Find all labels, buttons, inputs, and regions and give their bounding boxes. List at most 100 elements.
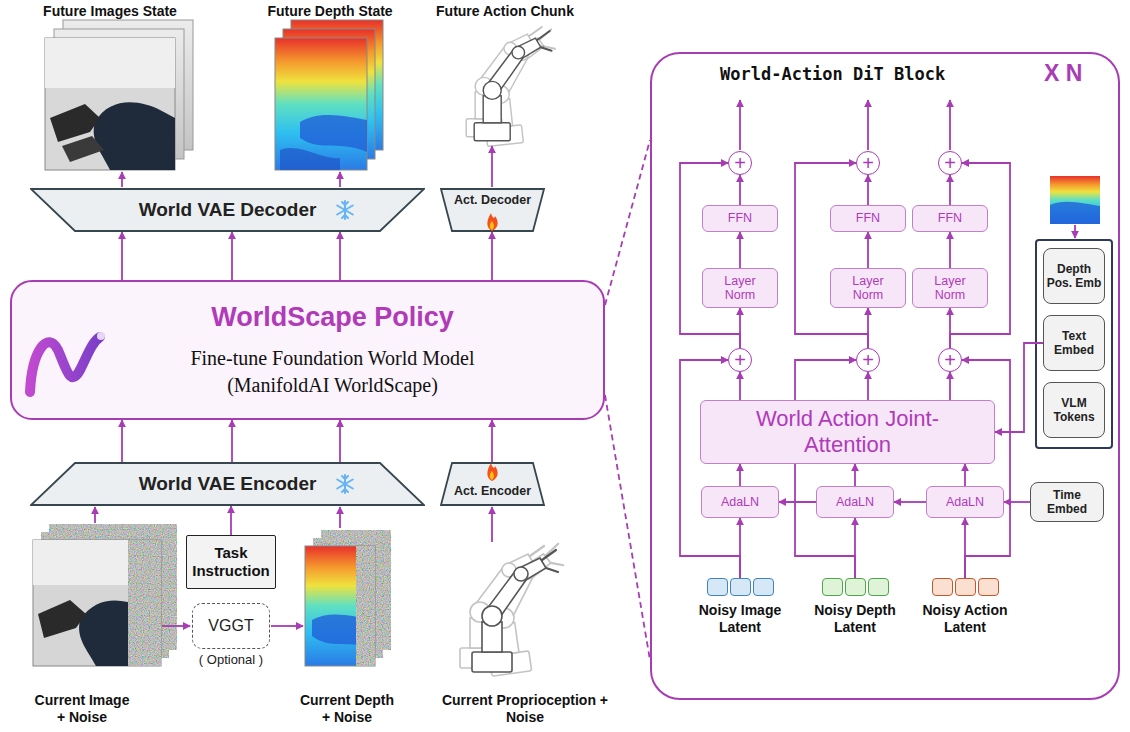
decoder-trapezoid: World VAE Decoder xyxy=(30,188,425,232)
token-square xyxy=(955,578,976,596)
node-label: Act. Decoder xyxy=(454,193,531,207)
current-proprioception-arms-part xyxy=(472,550,558,672)
residual-add-circle: + xyxy=(938,348,962,372)
input-arrows-part xyxy=(94,507,96,523)
flow-arrow xyxy=(779,501,816,503)
flow-arrow xyxy=(995,343,1043,432)
flow-arrow xyxy=(121,232,123,280)
node-label: Text Embed xyxy=(1046,329,1102,358)
layer-box: FFN xyxy=(912,205,988,232)
caption-label: Future Depth State xyxy=(267,3,392,20)
node-label: + xyxy=(944,153,956,173)
dit-block-panel: World-Action DiT BlockX N+++FFNFFNFFNLay… xyxy=(650,52,1120,700)
policy-box: WorldScape PolicyFine-tune Foundation Wo… xyxy=(10,280,605,420)
node-label: + xyxy=(862,153,874,173)
dit-conditions-part xyxy=(1050,202,1100,224)
flow-arrow xyxy=(949,232,951,268)
output-arrows-part xyxy=(121,172,123,187)
token-square xyxy=(932,578,953,596)
dit-conditions-part xyxy=(1050,176,1100,224)
flow-arrow xyxy=(739,464,741,486)
layer-box: Layer Norm xyxy=(912,268,988,308)
flow-arrow xyxy=(867,232,869,268)
input-arrows-part xyxy=(339,507,341,528)
node-label: Layer Norm xyxy=(925,274,975,303)
trapezoid-outline xyxy=(441,189,544,231)
decoder-trapezoid: Act. Decoder xyxy=(440,188,545,232)
input-arrows xyxy=(95,507,492,626)
layer-box: AdaLN xyxy=(816,486,894,518)
node-label: + xyxy=(862,350,874,370)
flow-arrow xyxy=(739,372,741,400)
caption-label: Current Depth + Noise xyxy=(297,692,397,726)
future-image-stack-part xyxy=(94,102,175,170)
future-depth-stack-part xyxy=(275,38,367,170)
flow-arrow xyxy=(964,464,966,486)
caption-label: Current Image + Noise xyxy=(32,692,132,726)
future-action-arms xyxy=(466,27,564,146)
dit-output-arrows-part xyxy=(867,100,869,150)
dit-output-arrows-part xyxy=(739,100,741,150)
node-label: AdaLN xyxy=(721,495,759,509)
future-image-stack-part xyxy=(45,38,175,170)
future-image-stack xyxy=(45,20,193,170)
output-arrows-part xyxy=(339,172,341,187)
layer-box: FFN xyxy=(830,205,906,232)
future-depth-stack-part xyxy=(280,148,340,170)
node-label: + xyxy=(944,350,956,370)
current-image-stack-part xyxy=(38,600,86,638)
layer-box: AdaLN xyxy=(701,486,779,518)
token-row xyxy=(821,578,890,596)
flow-arrow xyxy=(1004,501,1030,503)
future-image-stack-part xyxy=(50,104,100,142)
current-image-stack xyxy=(33,524,177,666)
instruction-box: Task Instruction xyxy=(186,535,276,589)
zoom-line xyxy=(605,140,650,305)
node-label: Noisy Depth Latent xyxy=(809,602,901,636)
zoom-line xyxy=(605,395,650,660)
caption-label: Future Action Chunk xyxy=(436,3,574,20)
node-label: ( Optional ) xyxy=(199,652,263,667)
dit-conditions-part xyxy=(1036,240,1112,448)
flow-arrow xyxy=(795,360,856,578)
dit-output-arrows xyxy=(740,100,950,150)
encoder-trapezoid: World VAE Encoder xyxy=(30,462,425,506)
optional-module-box: VGGT( Optional ) xyxy=(192,603,270,649)
input-arrows-part xyxy=(162,625,190,627)
output-arrows-part xyxy=(491,146,493,187)
residual-add-circle: + xyxy=(938,151,962,175)
current-proprioception-arms xyxy=(460,543,577,676)
residual-add-circle: + xyxy=(728,151,752,175)
token-row xyxy=(706,578,775,596)
token-square xyxy=(707,578,728,596)
layer-box: FFN xyxy=(702,205,778,232)
trapezoid-outline xyxy=(31,189,424,231)
future-image-stack-part xyxy=(62,136,104,162)
condition-box: Depth Pos. Emb xyxy=(1043,248,1105,304)
token-square xyxy=(822,578,843,596)
flow-arrow xyxy=(491,420,493,462)
condition-box: Time Embed xyxy=(1030,482,1104,522)
flow-arrow xyxy=(867,175,869,205)
future-image-stack-part xyxy=(45,38,175,88)
layer-box: Layer Norm xyxy=(702,268,778,308)
node-label: VLM Tokens xyxy=(1046,396,1102,425)
latent-tokens: Noisy Action Latent xyxy=(919,578,1011,636)
node-label: World VAE Decoder xyxy=(139,199,317,221)
flow-arrow xyxy=(121,420,123,462)
flow-arrow xyxy=(867,372,869,400)
future-depth-stack xyxy=(275,20,383,170)
node-label: FFN xyxy=(856,211,880,225)
node-label: VGGT xyxy=(208,617,253,635)
flow-arrow xyxy=(680,163,740,348)
flow-arrow xyxy=(231,420,233,462)
attention-box: World Action Joint-Attention xyxy=(700,400,995,464)
node-label: Act. Encoder xyxy=(454,484,531,498)
future-action-arms-part xyxy=(474,31,551,141)
future-depth-stack-part xyxy=(300,115,367,152)
node-label: + xyxy=(734,350,746,370)
repeat-label: X N xyxy=(1044,60,1082,87)
node-label: Noisy Image Latent xyxy=(694,602,786,636)
node-label: FFN xyxy=(728,211,752,225)
node-label: World VAE Encoder xyxy=(139,473,317,495)
